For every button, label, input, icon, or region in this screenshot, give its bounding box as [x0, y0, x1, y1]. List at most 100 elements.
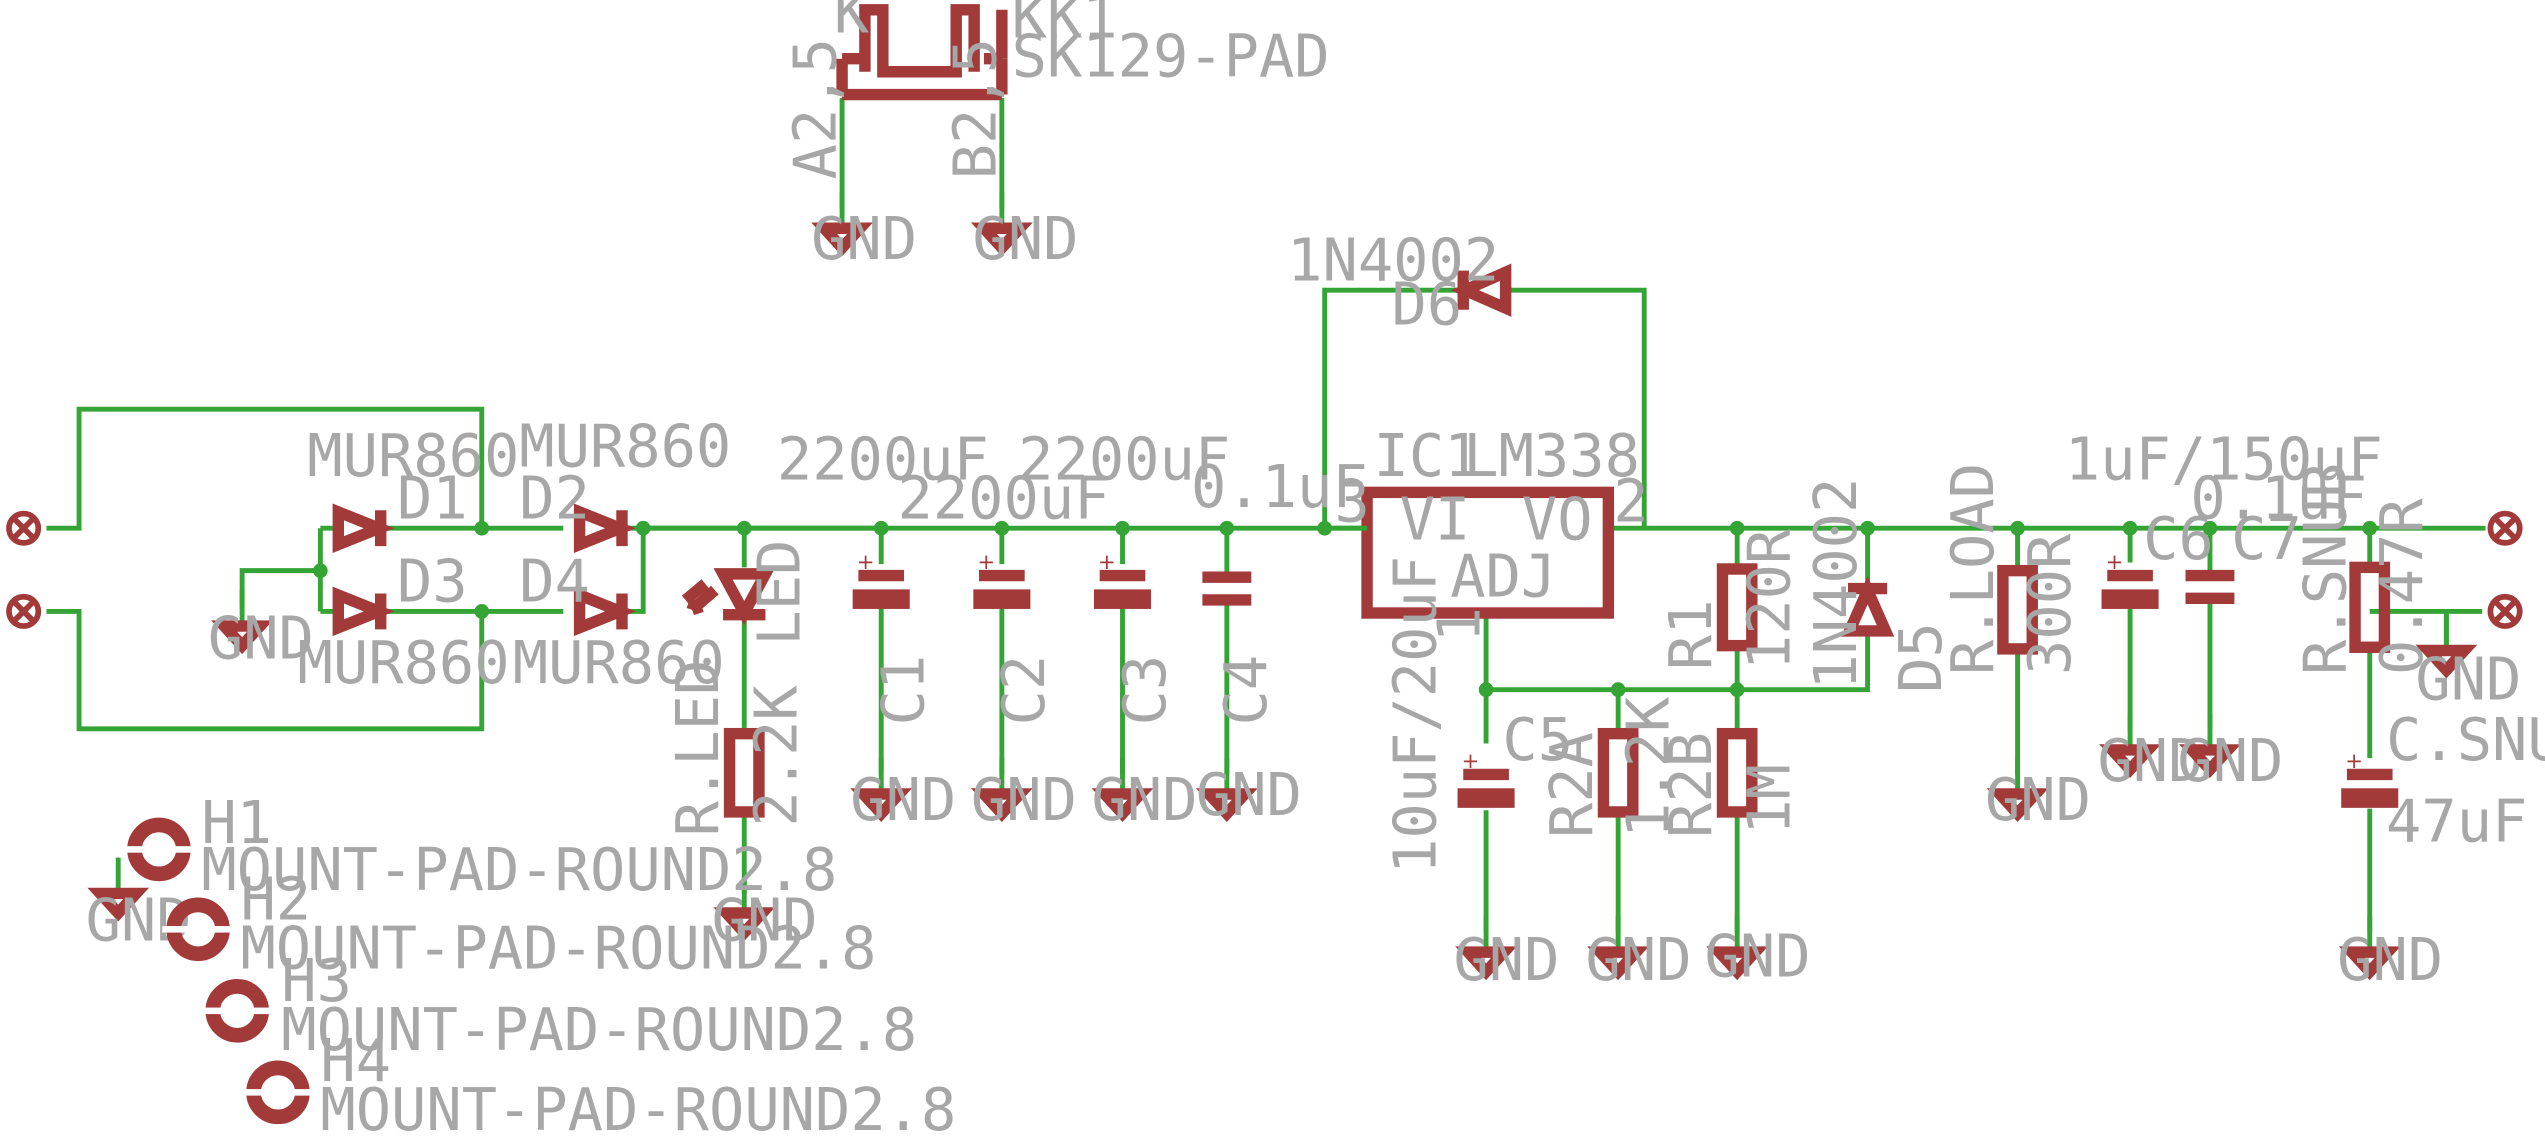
gnd-label-led: GND: [712, 887, 818, 955]
output-terminal-ground: [2487, 593, 2523, 629]
r2b-value: 1M: [1735, 764, 1803, 835]
capacitor-c6: 1uF/150uF C6: [2065, 425, 2383, 605]
resistor-r1: R1 120R: [1657, 528, 1803, 670]
r-snub-ref: R.SNUB: [2291, 463, 2359, 675]
capacitor-c7: 0.1uF C7: [2185, 464, 2367, 605]
gnd-label-kk1-b: GND: [973, 205, 1079, 273]
ic1-pin-vo: VO: [1522, 486, 1593, 554]
gnd-label-output: GND: [2415, 645, 2521, 713]
resistor-r-snub: R.SNUB 0.47R: [2291, 463, 2436, 675]
mount-hole-h4: H4 MOUNT-PAD-ROUND2.8: [242, 1027, 956, 1138]
junction-dots: [313, 520, 2378, 697]
ic1-pin-vi: VI: [1400, 486, 1471, 554]
gnd-label-bridge: GND: [208, 605, 314, 673]
d3-value: MUR860: [298, 629, 510, 697]
ic1-value: LM338: [1463, 422, 1640, 490]
h3-value: MOUNT-PAD-ROUND2.8: [281, 996, 917, 1064]
ic1-pin-2: 2: [1613, 468, 1648, 536]
resistor-r-led: R.LED 2.2K: [664, 660, 810, 837]
resistor-r2b: R2B 1M: [1657, 727, 1803, 838]
diode-d2: D2 MUR860: [519, 412, 731, 553]
c5-ref: C5: [1502, 706, 1573, 774]
ic1-pin-3: 3: [1334, 468, 1369, 536]
r1-ref: R1: [1657, 599, 1725, 670]
gnd-label-r2a: GND: [1586, 926, 1692, 994]
c1-value: 2200uF: [777, 425, 989, 493]
r-led-value: 2.2K: [742, 685, 810, 827]
d5-ref: D5: [1887, 622, 1955, 693]
c2-ref: C2: [990, 655, 1058, 726]
r2a-value: 1.2K: [1615, 696, 1683, 838]
diode-d6: 1N4002 D6: [1287, 226, 1512, 338]
gnd-label-r2b: GND: [1705, 923, 1811, 991]
capacitor-c4: 0.1uF C4: [1191, 453, 1368, 725]
led-ref: LED: [746, 540, 814, 646]
r-load-ref: R.LOAD: [1939, 463, 2007, 675]
c7-value: 0.1uF: [2190, 464, 2367, 532]
d1-ref: D1: [397, 464, 468, 532]
d6-ref: D6: [1392, 270, 1463, 338]
gnd-label-c7: GND: [2177, 727, 2283, 795]
capacitor-c-snub: C.SNUB 47uF: [2345, 706, 2545, 855]
h2-ref: H2: [240, 866, 311, 934]
c6-ref: C6: [2143, 505, 2214, 573]
gnd-label-kk1-a: GND: [811, 205, 917, 273]
heatsink-value: SK129-PAD: [1012, 23, 1330, 91]
r-led-ref: R.LED: [664, 660, 732, 837]
capacitor-c2: 2200uF C2: [898, 464, 1110, 725]
led-indicator: LED: [681, 540, 814, 646]
diode-d3: D3 MUR860: [298, 548, 510, 698]
heatsink-pin-a: A2,5: [782, 38, 850, 179]
r2a-ref: R2A: [1538, 732, 1606, 838]
heatsink-pin-k: K: [834, 0, 870, 47]
mount-hole-h3: H3 MOUNT-PAD-ROUND2.8: [201, 947, 917, 1064]
c-snub-ref: C.SNUB: [2386, 706, 2545, 774]
h3-ref: H3: [281, 947, 352, 1015]
h1-ref: H1: [201, 789, 272, 857]
d3-ref: D3: [397, 548, 468, 616]
gnd-label-c2: GND: [971, 766, 1077, 834]
resistor-r2a: R2A 1.2K: [1538, 696, 1683, 838]
heatsink-ref: KK1: [1012, 0, 1118, 51]
c5-value: 10uF/20uF: [1382, 556, 1450, 874]
c6-value: 1uF/150uF: [2065, 425, 2383, 493]
c3-ref: C3: [1111, 655, 1179, 726]
c-snub-value: 47uF: [2386, 787, 2527, 855]
gnd-label-c1: GND: [850, 766, 956, 834]
capacitor-c1: 2200uF C1: [777, 425, 989, 725]
gnd-label-c6: GND: [2097, 727, 2203, 795]
c3-value: 2200uF: [1018, 425, 1230, 493]
h2-value: MOUNT-PAD-ROUND2.8: [240, 914, 876, 982]
r1-value: 120R: [1735, 528, 1803, 670]
gnd-label-c5: GND: [1453, 926, 1559, 994]
d4-value: MUR860: [513, 629, 725, 697]
diode-d1: D1 MUR860: [307, 422, 519, 553]
gnd-label-c3: GND: [1092, 766, 1198, 834]
heatsink-pin-b: B2,5: [941, 38, 1009, 179]
output-terminal-positive: [2487, 510, 2523, 546]
c4-value: 0.1uF: [1191, 453, 1368, 521]
h1-value: MOUNT-PAD-ROUND2.8: [201, 836, 837, 904]
resistor-r-load: R.LOAD 300R: [1939, 463, 2084, 675]
c7-ref: C7: [2231, 505, 2302, 573]
d2-value: MUR860: [519, 412, 731, 480]
d4-ref: D4: [519, 548, 590, 616]
diode-d4: D4 MUR860: [513, 548, 725, 698]
mount-hole-h1: H1 MOUNT-PAD-ROUND2.8: [123, 789, 837, 904]
input-terminal-2: [6, 593, 42, 629]
h4-value: MOUNT-PAD-ROUND2.8: [320, 1076, 956, 1138]
d1-value: MUR860: [307, 422, 519, 490]
ic1-ref: IC1: [1374, 422, 1480, 490]
c4-ref: C4: [1212, 655, 1280, 726]
diode-d5: 1N4002 D5: [1802, 478, 1955, 693]
regulator-ic1: IC1 LM338 VI VO ADJ 3 2 1: [1324, 422, 1649, 642]
gnd-label-csnub: GND: [2337, 926, 2443, 994]
r2b-ref: R2B: [1657, 732, 1725, 838]
ic1-pin-adj: ADJ: [1450, 543, 1556, 611]
d2-ref: D2: [519, 464, 590, 532]
gnd-label-c4: GND: [1196, 761, 1302, 829]
input-terminal-1: [6, 510, 42, 546]
h4-ref: H4: [320, 1027, 391, 1095]
d6-value: 1N4002: [1287, 226, 1499, 294]
